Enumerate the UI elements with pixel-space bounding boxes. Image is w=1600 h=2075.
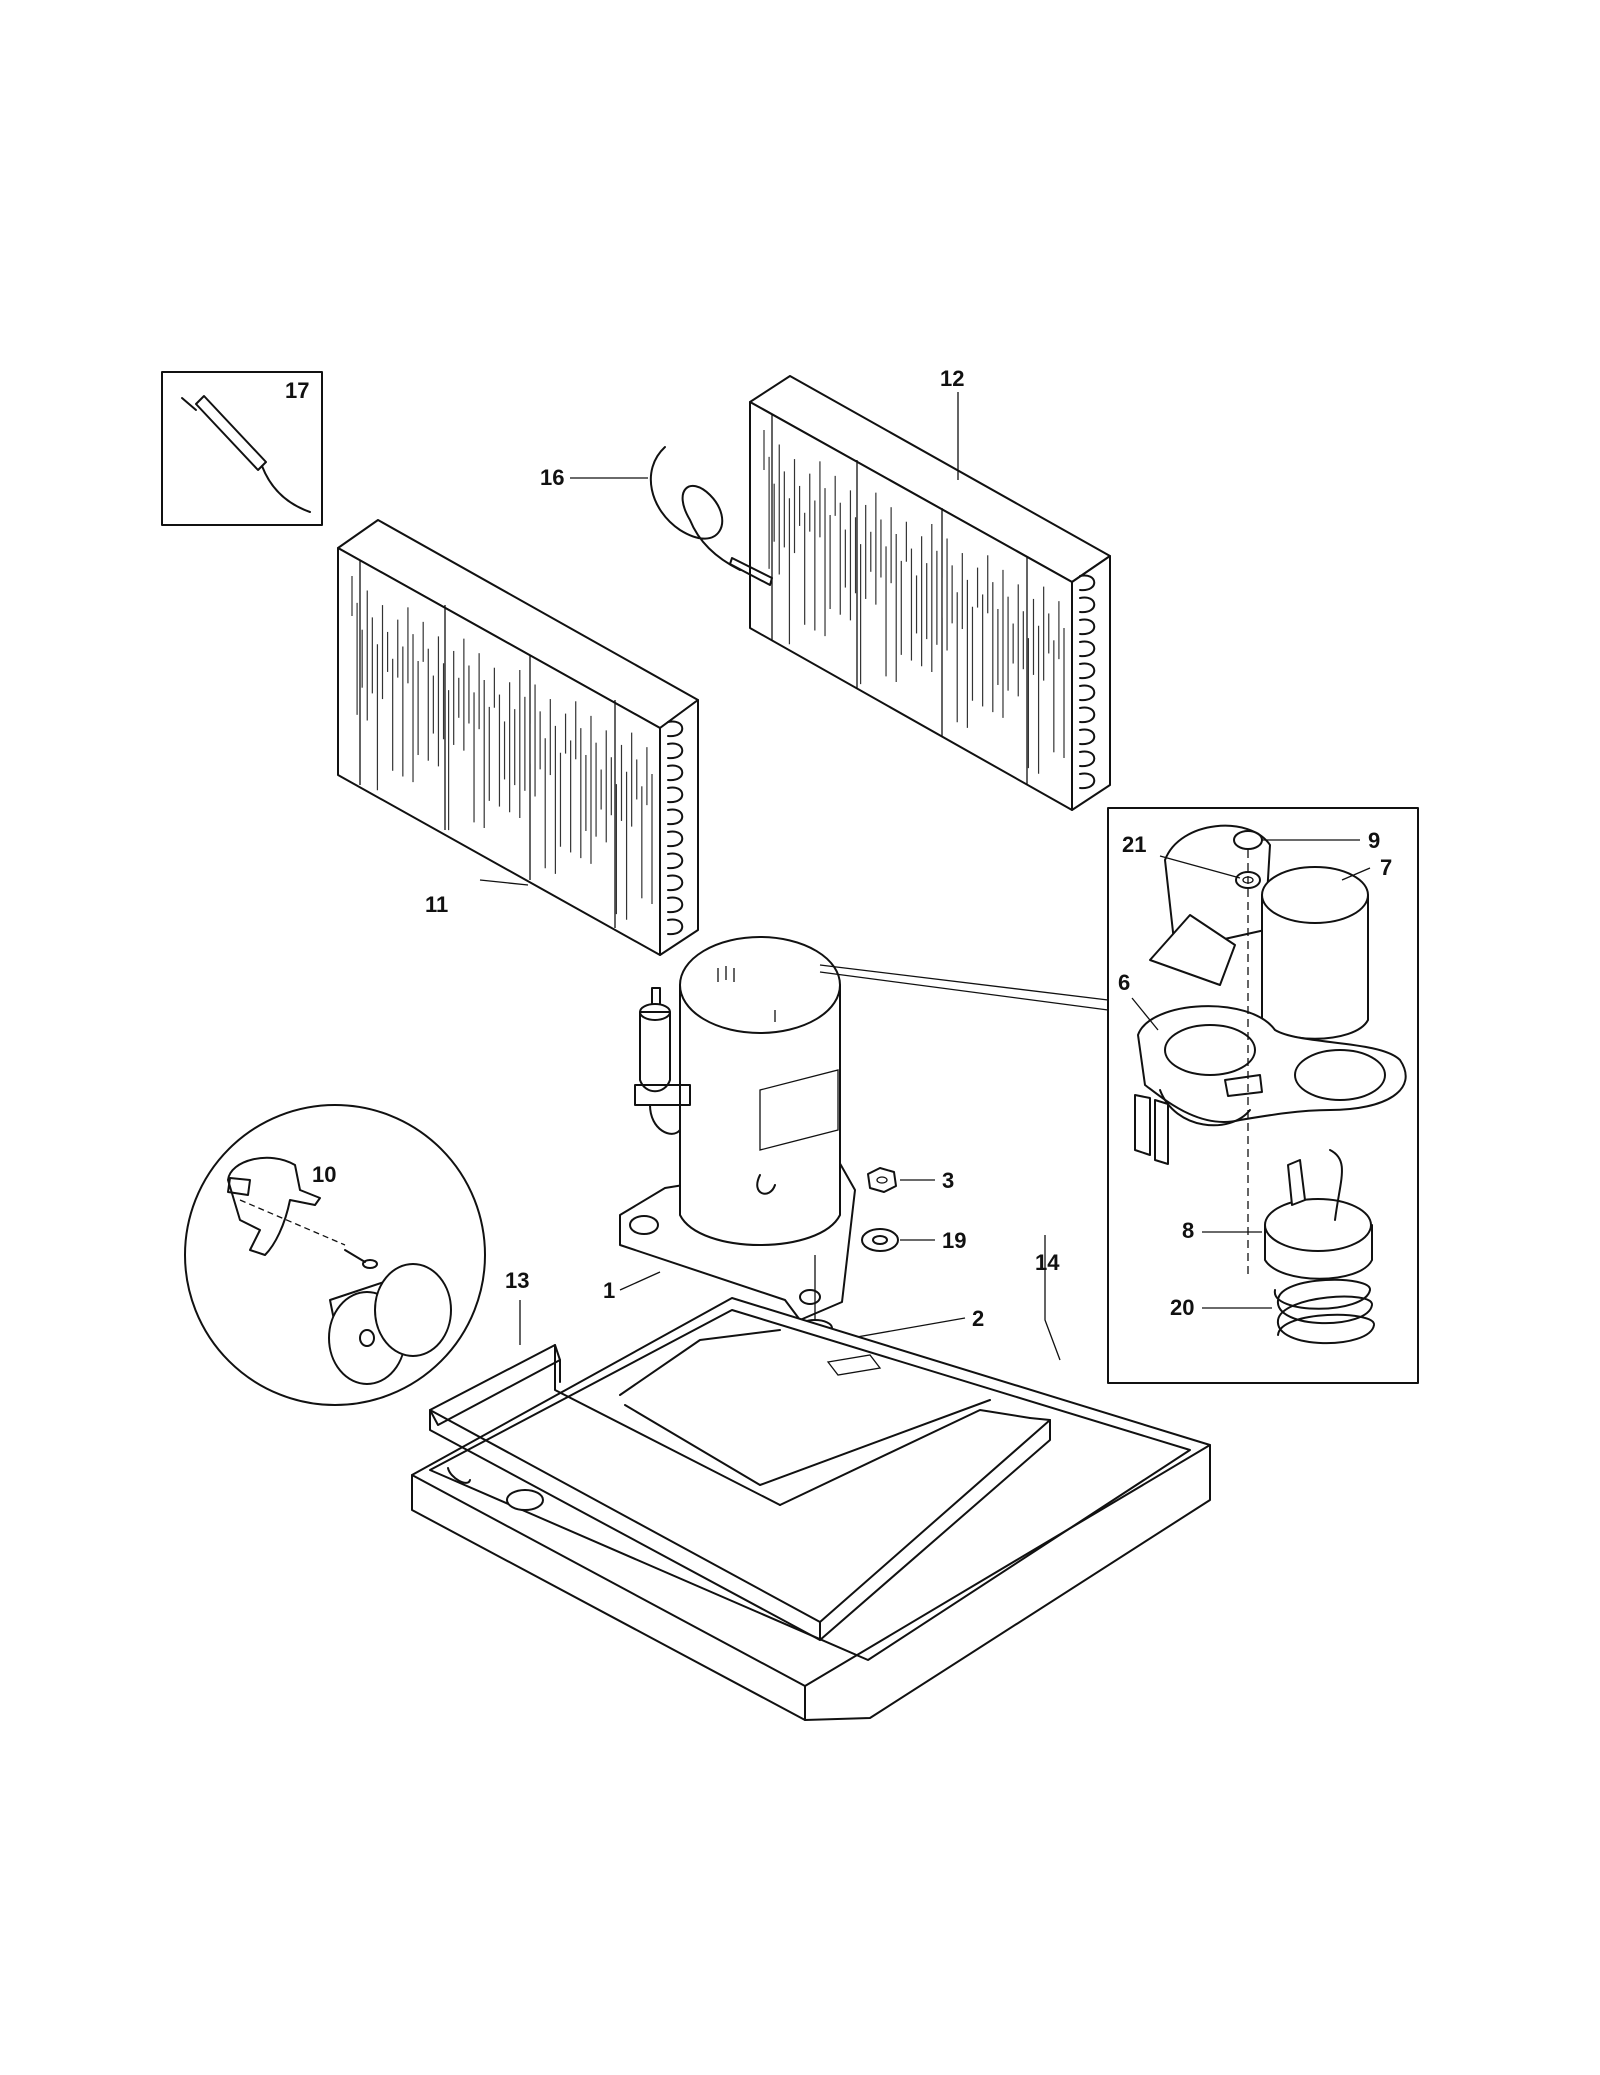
callout-21: 21 xyxy=(1122,832,1146,857)
callout-10: 10 xyxy=(312,1162,336,1187)
callout-7: 7 xyxy=(1380,855,1392,880)
callout-9: 9 xyxy=(1368,828,1380,853)
callout-1: 1 xyxy=(603,1278,615,1303)
callout-8: 8 xyxy=(1182,1218,1194,1243)
part-14-base-pan: 14 xyxy=(411,1235,1211,1721)
callout-20: 20 xyxy=(1170,1295,1194,1320)
callout-2: 2 xyxy=(972,1306,984,1331)
part-13-frame: 13 xyxy=(429,1268,1051,1641)
part-11-evaporator-coil: 11 xyxy=(337,519,699,956)
part-17-inset: 17 xyxy=(161,371,323,526)
part-19-washer: 19 xyxy=(861,1228,966,1253)
callout-11: 11 xyxy=(425,892,448,917)
callout-16: 16 xyxy=(540,465,564,490)
callout-12: 12 xyxy=(940,366,964,391)
callout-17: 17 xyxy=(285,378,309,403)
terminal-cover-inset: 9 21 7 6 8 20 xyxy=(1107,807,1419,1384)
callout-19: 19 xyxy=(942,1228,966,1253)
part-12-condenser-coil: 12 xyxy=(749,366,1111,811)
part-10-detail-circle: 10 xyxy=(184,1104,486,1406)
part-16-sensor-wire: 16 xyxy=(540,446,773,586)
callout-6: 6 xyxy=(1118,970,1130,995)
callout-13: 13 xyxy=(505,1268,529,1293)
inset-leader xyxy=(819,964,1109,1011)
callout-3: 3 xyxy=(942,1168,954,1193)
part-3-nut: 3 xyxy=(867,1167,954,1193)
callout-14: 14 xyxy=(1035,1250,1060,1275)
part-1-compressor: 1 xyxy=(603,936,856,1321)
